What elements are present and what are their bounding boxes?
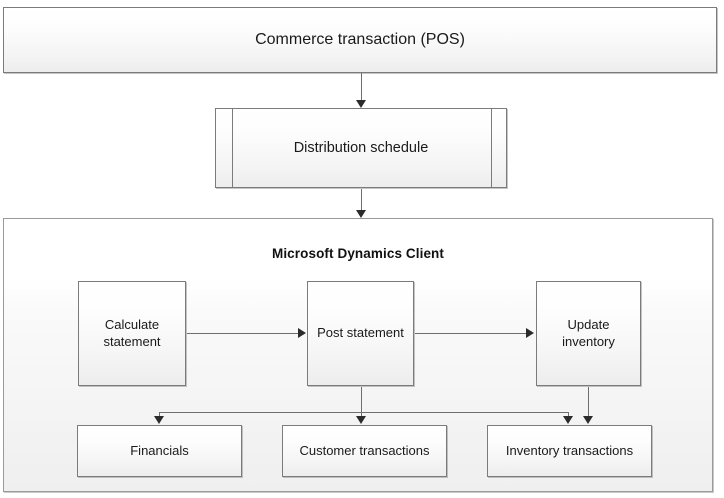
connector-branch-to-inventory xyxy=(568,412,569,419)
predefined-process-left-bar xyxy=(232,109,233,187)
node-distribution-schedule[interactable]: Distribution schedule xyxy=(215,108,507,188)
node-calculate-statement-label: Calculate statement xyxy=(103,317,161,349)
connector-calculate-to-post xyxy=(187,333,300,334)
node-post-statement[interactable]: Post statement xyxy=(307,281,414,386)
node-financials-label: Financials xyxy=(130,442,189,458)
node-update-inventory-label: Update inventory xyxy=(562,317,615,349)
node-distribution-schedule-label: Distribution schedule xyxy=(293,139,429,156)
node-customer-transactions[interactable]: Customer transactions xyxy=(282,425,447,477)
node-customer-transactions-label: Customer transactions xyxy=(299,442,430,458)
connector-branch-to-financials xyxy=(159,412,160,419)
connector-update-to-inventory xyxy=(588,387,589,419)
arrowhead-branch-to-financials xyxy=(154,416,164,424)
arrowhead-branch-to-inventory xyxy=(563,416,573,424)
connector-commerce-to-distribution xyxy=(361,73,362,103)
predefined-process-right-bar xyxy=(491,109,492,187)
node-financials[interactable]: Financials xyxy=(77,425,242,477)
node-inventory-transactions-label: Inventory transactions xyxy=(505,442,634,458)
connector-post-to-update xyxy=(415,333,528,334)
connector-distribution-to-client xyxy=(361,189,362,213)
connector-post-branch-bus xyxy=(159,412,569,413)
node-inventory-transactions[interactable]: Inventory transactions xyxy=(487,425,652,477)
arrowhead-distribution-to-client xyxy=(356,210,366,218)
node-microsoft-dynamics-client-label: Microsoft Dynamics Client xyxy=(271,246,445,261)
arrowhead-commerce-to-distribution xyxy=(356,100,366,108)
node-post-statement-label: Post statement xyxy=(317,325,404,341)
arrowhead-update-to-inventory xyxy=(583,416,593,424)
node-update-inventory[interactable]: Update inventory xyxy=(536,281,641,386)
arrowhead-branch-to-customer xyxy=(356,416,366,424)
node-commerce-transaction[interactable]: Commerce transaction (POS) xyxy=(3,7,717,73)
connector-branch-to-customer xyxy=(361,412,362,419)
arrowhead-post-to-update xyxy=(526,328,534,338)
node-commerce-transaction-label: Commerce transaction (POS) xyxy=(255,31,465,48)
connector-post-branch-stem xyxy=(361,387,362,413)
arrowhead-calculate-to-post xyxy=(298,328,306,338)
node-calculate-statement[interactable]: Calculate statement xyxy=(78,281,186,386)
